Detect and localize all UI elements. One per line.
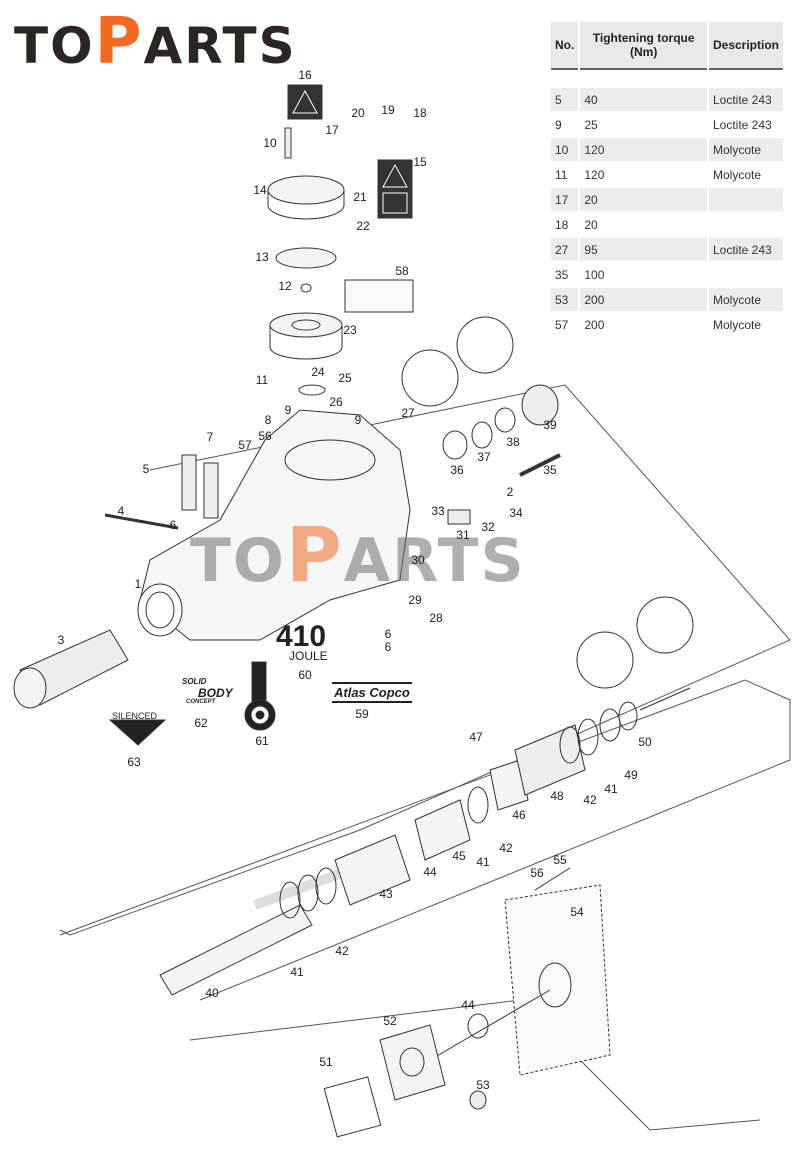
part-callout: 31 [456, 528, 469, 542]
part-callout: 21 [353, 190, 366, 204]
part-callout: 26 [329, 395, 342, 409]
part-callout: 6 [385, 627, 392, 641]
part-callout: 44 [461, 998, 474, 1012]
part-callout: 55 [553, 853, 566, 867]
decal-concept: CONCEPT [186, 699, 215, 705]
decal-atlas-copco: Atlas Copco [332, 682, 412, 703]
part-callout: 39 [543, 418, 556, 432]
part-callout: 11 [256, 373, 268, 387]
part-callout: 41 [604, 782, 617, 796]
part-callout: 3 [58, 633, 65, 647]
part-callout: 52 [383, 1014, 396, 1028]
watermark-to: TO [190, 526, 286, 596]
part-callout: 45 [452, 849, 465, 863]
part-callout: 17 [325, 123, 338, 137]
part-callout: 27 [401, 406, 414, 420]
toparts-watermark: TOPARTS [190, 510, 526, 599]
decal-energy-unit: JOULE [289, 649, 328, 663]
part-callout: 61 [255, 734, 268, 748]
part-callout: 44 [423, 865, 436, 879]
part-callout: 23 [343, 323, 356, 337]
part-callout: 1 [135, 577, 142, 591]
part-callout: 40 [205, 986, 218, 1000]
part-callout: 56 [258, 429, 271, 443]
part-callout: 13 [255, 250, 268, 264]
part-callout: 15 [413, 155, 426, 169]
part-callout: 22 [356, 219, 369, 233]
part-callout: 57 [238, 438, 251, 452]
part-callout: 48 [550, 789, 563, 803]
part-callout: 25 [338, 371, 351, 385]
part-callout: 56 [530, 866, 543, 880]
part-callout: 6 [385, 640, 392, 654]
part-callout: 34 [509, 506, 522, 520]
watermark-p: P [286, 510, 344, 599]
part-callout: 38 [506, 435, 519, 449]
part-callout: 2 [507, 485, 514, 499]
part-callout: 60 [298, 668, 311, 682]
decal-silenced: SILENCED [112, 711, 157, 721]
part-callout: 41 [476, 855, 489, 869]
part-callout: 47 [469, 730, 482, 744]
part-callout: 43 [379, 887, 392, 901]
part-callout: 42 [583, 793, 596, 807]
part-callout: 12 [278, 279, 291, 293]
part-callout: 51 [319, 1055, 332, 1069]
part-callout: 54 [570, 905, 583, 919]
part-callout: 37 [477, 450, 490, 464]
part-callout: 20 [351, 106, 364, 120]
part-54 [505, 885, 610, 1075]
decal-solid: SOLID [182, 677, 206, 686]
part-callout: 4 [118, 504, 125, 518]
part-callout: 32 [481, 520, 494, 534]
part-callout: 16 [298, 68, 311, 82]
part-callout: 33 [431, 504, 444, 518]
part-callout: 62 [194, 716, 207, 730]
part-callout: 63 [127, 755, 140, 769]
part-callout: 5 [143, 462, 150, 476]
part-callout: 41 [290, 965, 303, 979]
part-callout: 6 [170, 518, 177, 532]
decal-body: BODY [198, 686, 233, 700]
part-callout: 36 [450, 463, 463, 477]
part-callout: 18 [413, 106, 426, 120]
part-callout: 10 [263, 136, 276, 150]
part-callout: 8 [265, 413, 272, 427]
part-callout: 50 [638, 735, 651, 749]
watermark-arts: ARTS [344, 526, 526, 596]
part-callout: 24 [311, 365, 324, 379]
part-callout: 42 [499, 841, 512, 855]
part-callout: 46 [512, 808, 525, 822]
part-callout: 58 [395, 264, 408, 278]
part-callout: 53 [476, 1078, 489, 1092]
part-callout: 9 [355, 413, 362, 427]
part-callout: 7 [207, 430, 214, 444]
part-callout: 9 [285, 403, 292, 417]
part-callout: 28 [429, 611, 442, 625]
part-callout: 29 [408, 593, 421, 607]
part-callout: 59 [355, 707, 368, 721]
part-callout: 30 [411, 553, 424, 567]
part-callout: 49 [624, 768, 637, 782]
part-callout: 35 [543, 463, 556, 477]
part-callout: 19 [381, 103, 394, 117]
part-callout: 14 [253, 183, 266, 197]
part-callout: 42 [335, 944, 348, 958]
